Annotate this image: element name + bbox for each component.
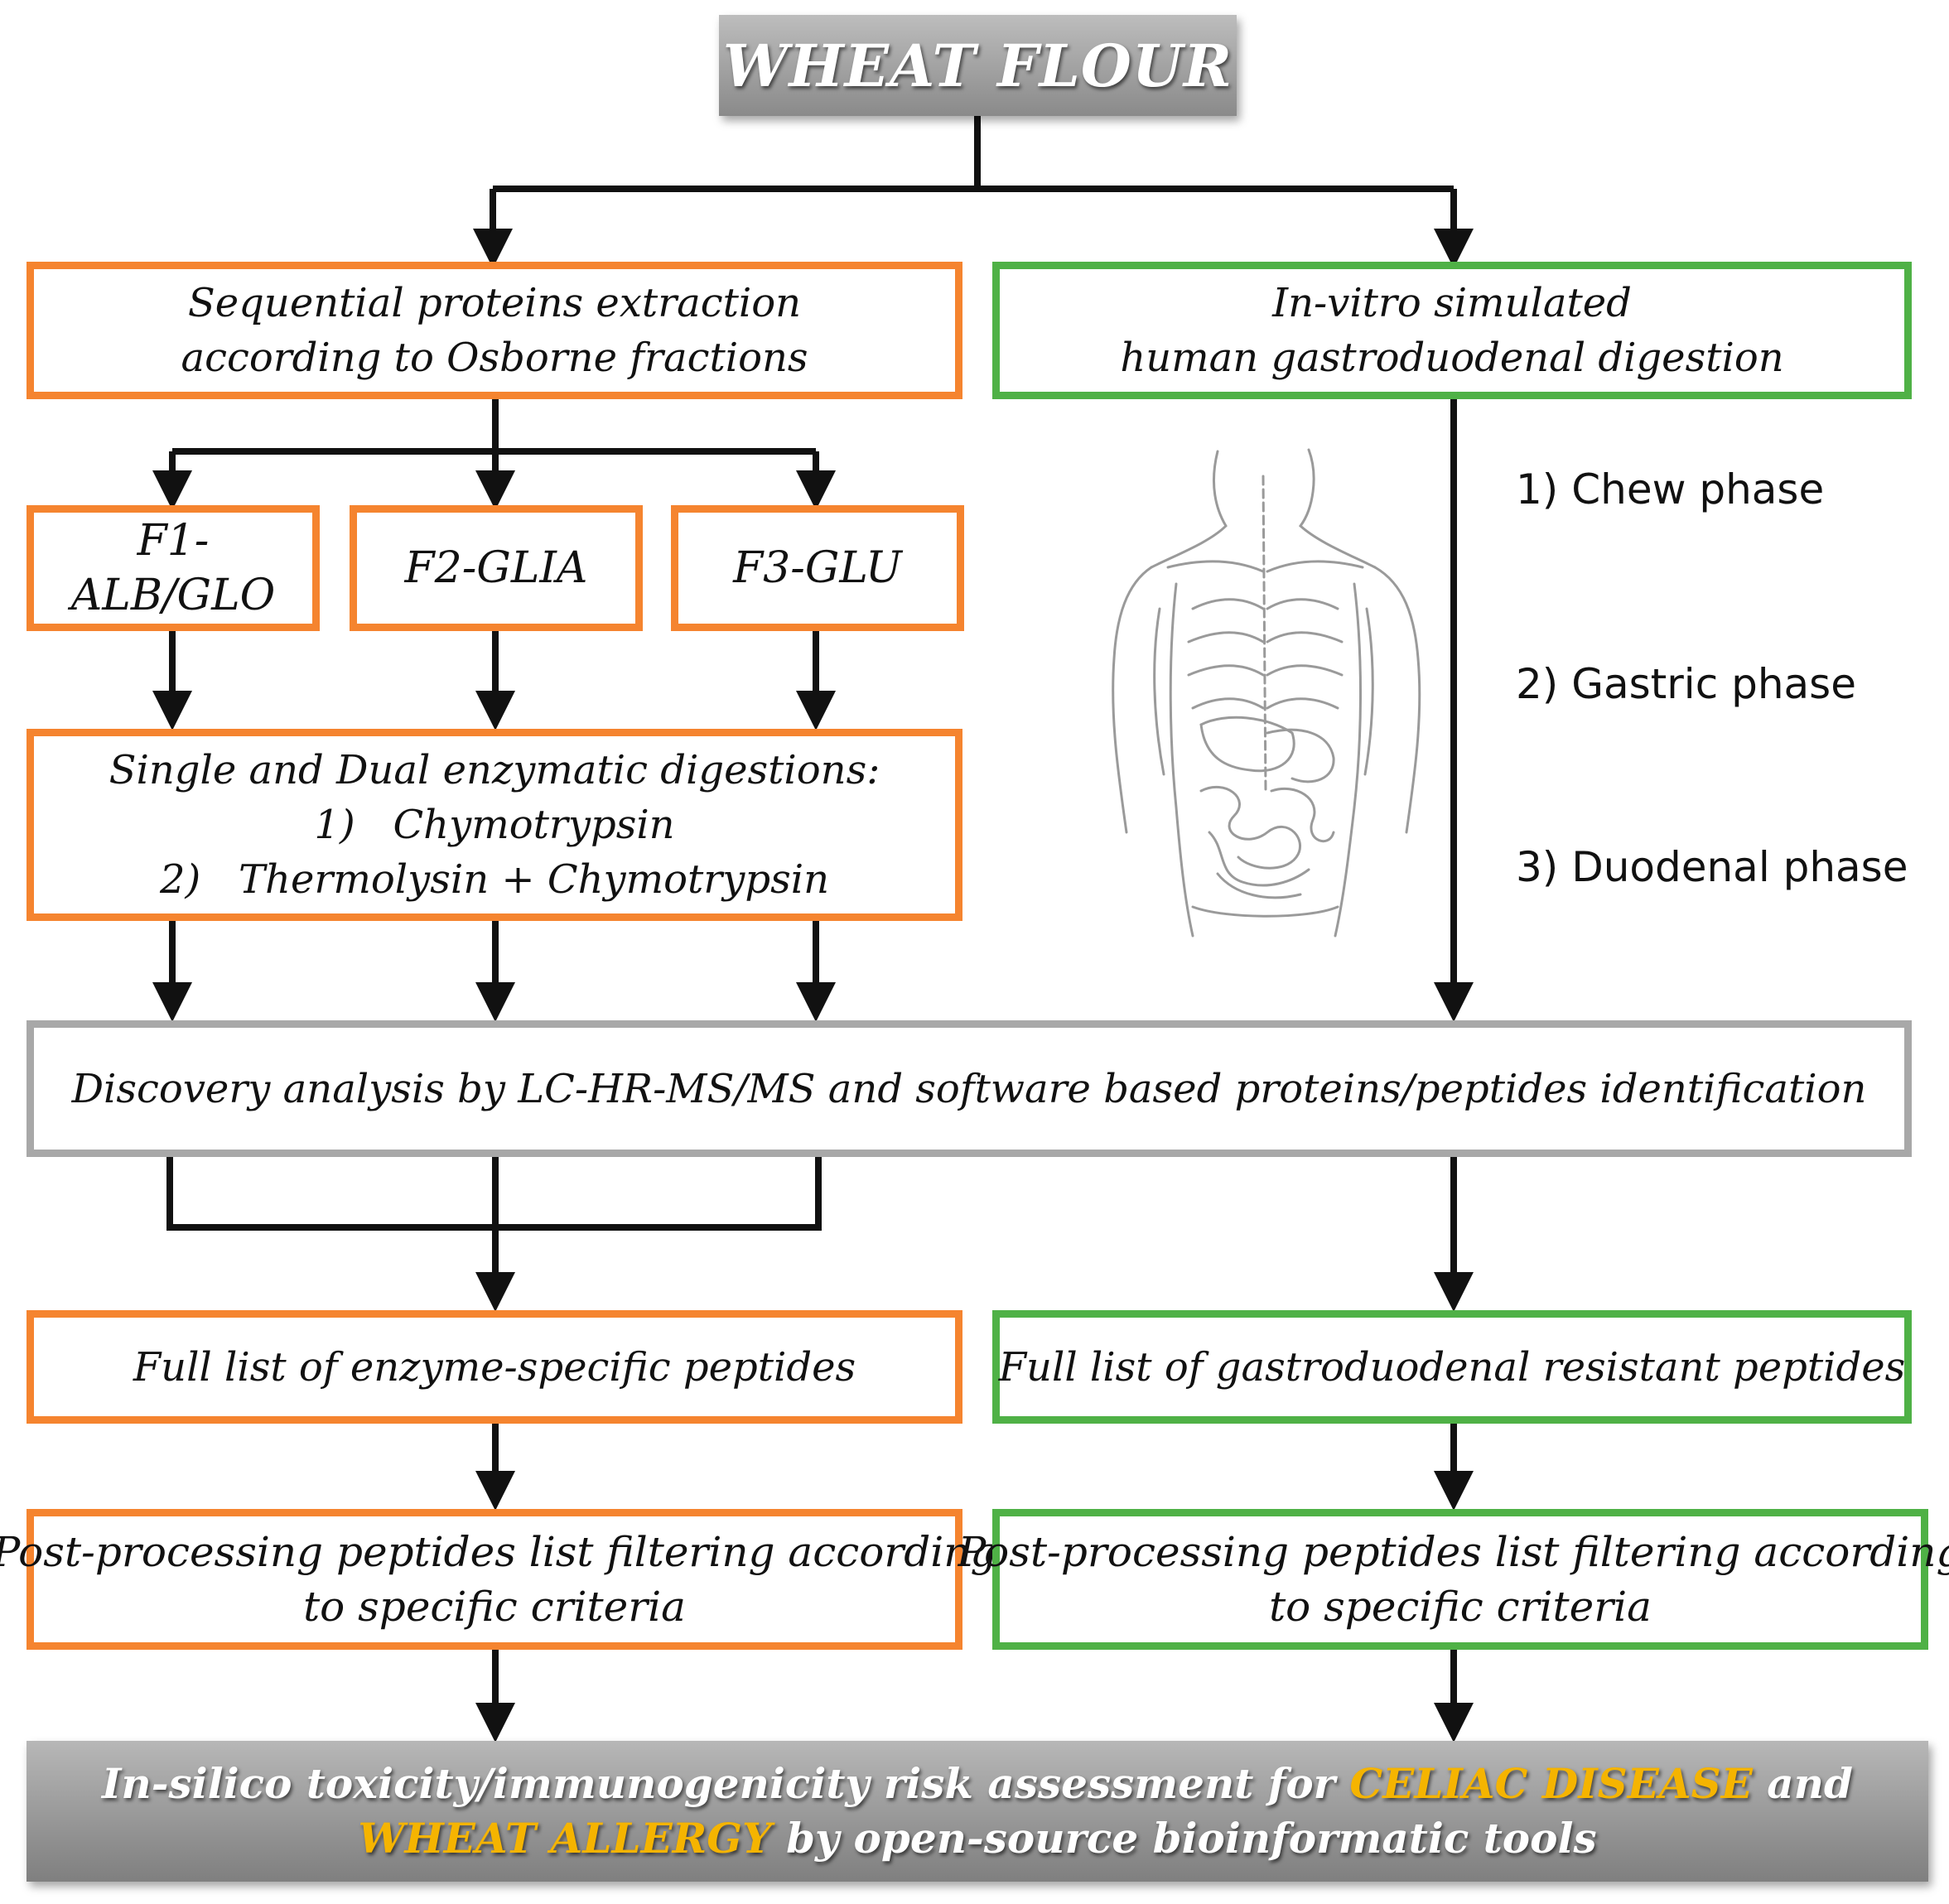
invitro-digestion-box: In-vitro simulated human gastroduodenal … [992, 262, 1912, 399]
enzymatic-digestion-line-2: 1) Chymotrypsin [314, 802, 675, 848]
fraction-f3-box: F3-GLU [671, 505, 964, 631]
human-torso-illustration [1112, 448, 1421, 938]
discovery-analysis-text: Discovery analysis by LC-HR-MS/MS and so… [71, 1065, 1867, 1112]
fraction-f1-box: F1- ALB/GLO [27, 505, 320, 631]
enzymatic-digestion-line-1: Single and Dual enzymatic digestions: [109, 747, 880, 793]
invitro-line-1: In-vitro simulated [1272, 280, 1632, 326]
extraction-line-2: according to Osborne fractions [181, 335, 808, 381]
resistant-peptides-text: Full list of gastroduodenal resistant pe… [998, 1343, 1906, 1391]
duodenal-phase-label: 3) Duodenal phase [1516, 843, 1908, 891]
extraction-line-1: Sequential proteins extraction [187, 280, 802, 326]
celiac-disease-highlight: CELIAC DISEASE [1349, 1759, 1753, 1808]
sequential-extraction-box: Sequential proteins extraction according… [27, 262, 962, 399]
left-post-processing-line-2: to specific criteria [303, 1583, 686, 1631]
right-post-processing-box: Post-processing peptides list filtering … [958, 1509, 1949, 1650]
left-post-processing-box: Post-processing peptides list filtering … [0, 1509, 996, 1650]
enzyme-peptides-box: Full list of enzyme-specific peptides [27, 1310, 962, 1424]
fraction-f3-label: F3-GLU [733, 543, 902, 593]
risk-assessment-line-1-pre: In-silico toxicity/immunogenicity risk a… [102, 1759, 1350, 1808]
fraction-f1-line-1: F1- [137, 516, 210, 566]
right-post-processing-line-2: to specific criteria [1269, 1583, 1652, 1631]
invitro-line-2: human gastroduodenal digestion [1120, 335, 1784, 381]
wheat-flour-title-box: WHEAT FLOUR [719, 15, 1237, 116]
resistant-peptides-box: Full list of gastroduodenal resistant pe… [992, 1310, 1912, 1424]
enzymatic-digestion-line-3: 2) Thermolysin + Chymotrypsin [160, 856, 829, 903]
wheat-flour-title: WHEAT FLOUR [722, 31, 1233, 100]
chew-phase-label: 1) Chew phase [1516, 465, 1825, 513]
gastric-phase-label: 2) Gastric phase [1516, 660, 1856, 708]
risk-assessment-box: In-silico toxicity/immunogenicity risk a… [27, 1741, 1928, 1882]
enzymatic-digestion-box: Single and Dual enzymatic digestions: 1)… [27, 729, 962, 921]
risk-assessment-line-2: WHEAT ALLERGY by open-source bioinformat… [358, 1811, 1596, 1866]
fraction-f2-label: F2-GLIA [404, 543, 588, 593]
wheat-allergy-highlight: WHEAT ALLERGY [358, 1814, 772, 1863]
left-post-processing-line-1: Post-processing peptides list filtering … [0, 1528, 997, 1576]
discovery-analysis-box: Discovery analysis by LC-HR-MS/MS and so… [27, 1020, 1912, 1157]
right-post-processing-line-1: Post-processing peptides list filtering … [958, 1528, 1949, 1576]
enzyme-peptides-text: Full list of enzyme-specific peptides [133, 1343, 856, 1391]
risk-assessment-line-2-post: by open-source bioinformatic tools [771, 1814, 1597, 1863]
risk-assessment-line-1: In-silico toxicity/immunogenicity risk a… [102, 1757, 1853, 1811]
fraction-f1-line-2: ALB/GLO [70, 571, 276, 620]
risk-assessment-line-1-post: and [1752, 1759, 1853, 1808]
fraction-f2-box: F2-GLIA [350, 505, 643, 631]
